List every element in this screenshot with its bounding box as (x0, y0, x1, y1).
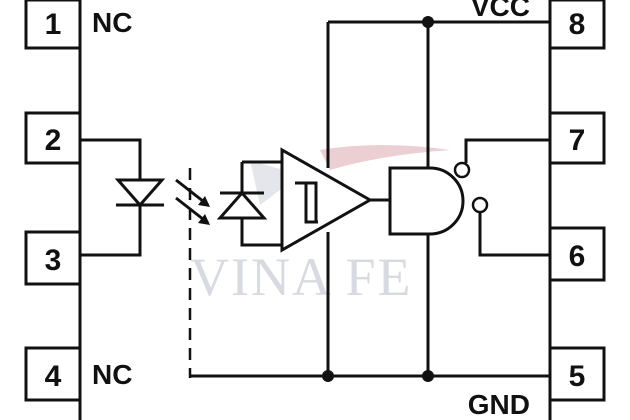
amplifier-triangle-icon (280, 147, 374, 253)
pin-2: 2 (24, 111, 82, 165)
pin-3: 3 (24, 230, 82, 286)
junction-dot (422, 16, 434, 28)
light-arrows-icon (175, 178, 210, 225)
nand-gate-icon (388, 166, 465, 236)
gnd-rail (190, 232, 550, 378)
nand-gate (388, 138, 550, 257)
photodiode (216, 160, 282, 247)
schmitt-trigger-icon (295, 181, 318, 224)
pin-8: 8 (548, 0, 606, 50)
pin-4-label: NC (92, 359, 132, 390)
pin-4-number: 4 (45, 360, 62, 393)
pin-2-number: 2 (45, 124, 62, 157)
vcc-rail (326, 20, 550, 168)
led-diode-icon (114, 178, 166, 208)
photodiode-wires (240, 160, 282, 247)
output-wire-pin-7 (464, 138, 550, 163)
pin-3-number: 3 (45, 244, 62, 277)
pin-4: 4 (24, 346, 82, 402)
pin-8-number: 8 (569, 8, 586, 41)
led-wires (80, 138, 142, 257)
pin-7-number: 7 (569, 124, 586, 157)
junction-dot (322, 370, 334, 382)
pin-1-label: NC (92, 7, 132, 38)
inverter-bubble-icon (471, 196, 489, 214)
pin-6: 6 (548, 226, 606, 282)
amplifier (280, 147, 390, 253)
pin-1: 1 (24, 0, 82, 50)
pin-5-number: 5 (569, 360, 586, 393)
pin-5: 5 (548, 346, 606, 402)
watermark-text: VINA FE (190, 247, 413, 307)
pin-7: 7 (548, 111, 606, 165)
pin-6-number: 6 (569, 240, 586, 273)
inverter-bubble-icon (453, 161, 471, 179)
input-led (80, 138, 166, 257)
watermark-swoosh-icon (320, 145, 450, 170)
pin-8-label: VCC (471, 0, 530, 22)
photodiode-icon (216, 190, 268, 220)
pin-1-number: 1 (45, 8, 62, 41)
junction-dot (422, 370, 434, 382)
pin-5-label: GND (468, 389, 530, 420)
output-wire-pin-6 (478, 212, 550, 257)
